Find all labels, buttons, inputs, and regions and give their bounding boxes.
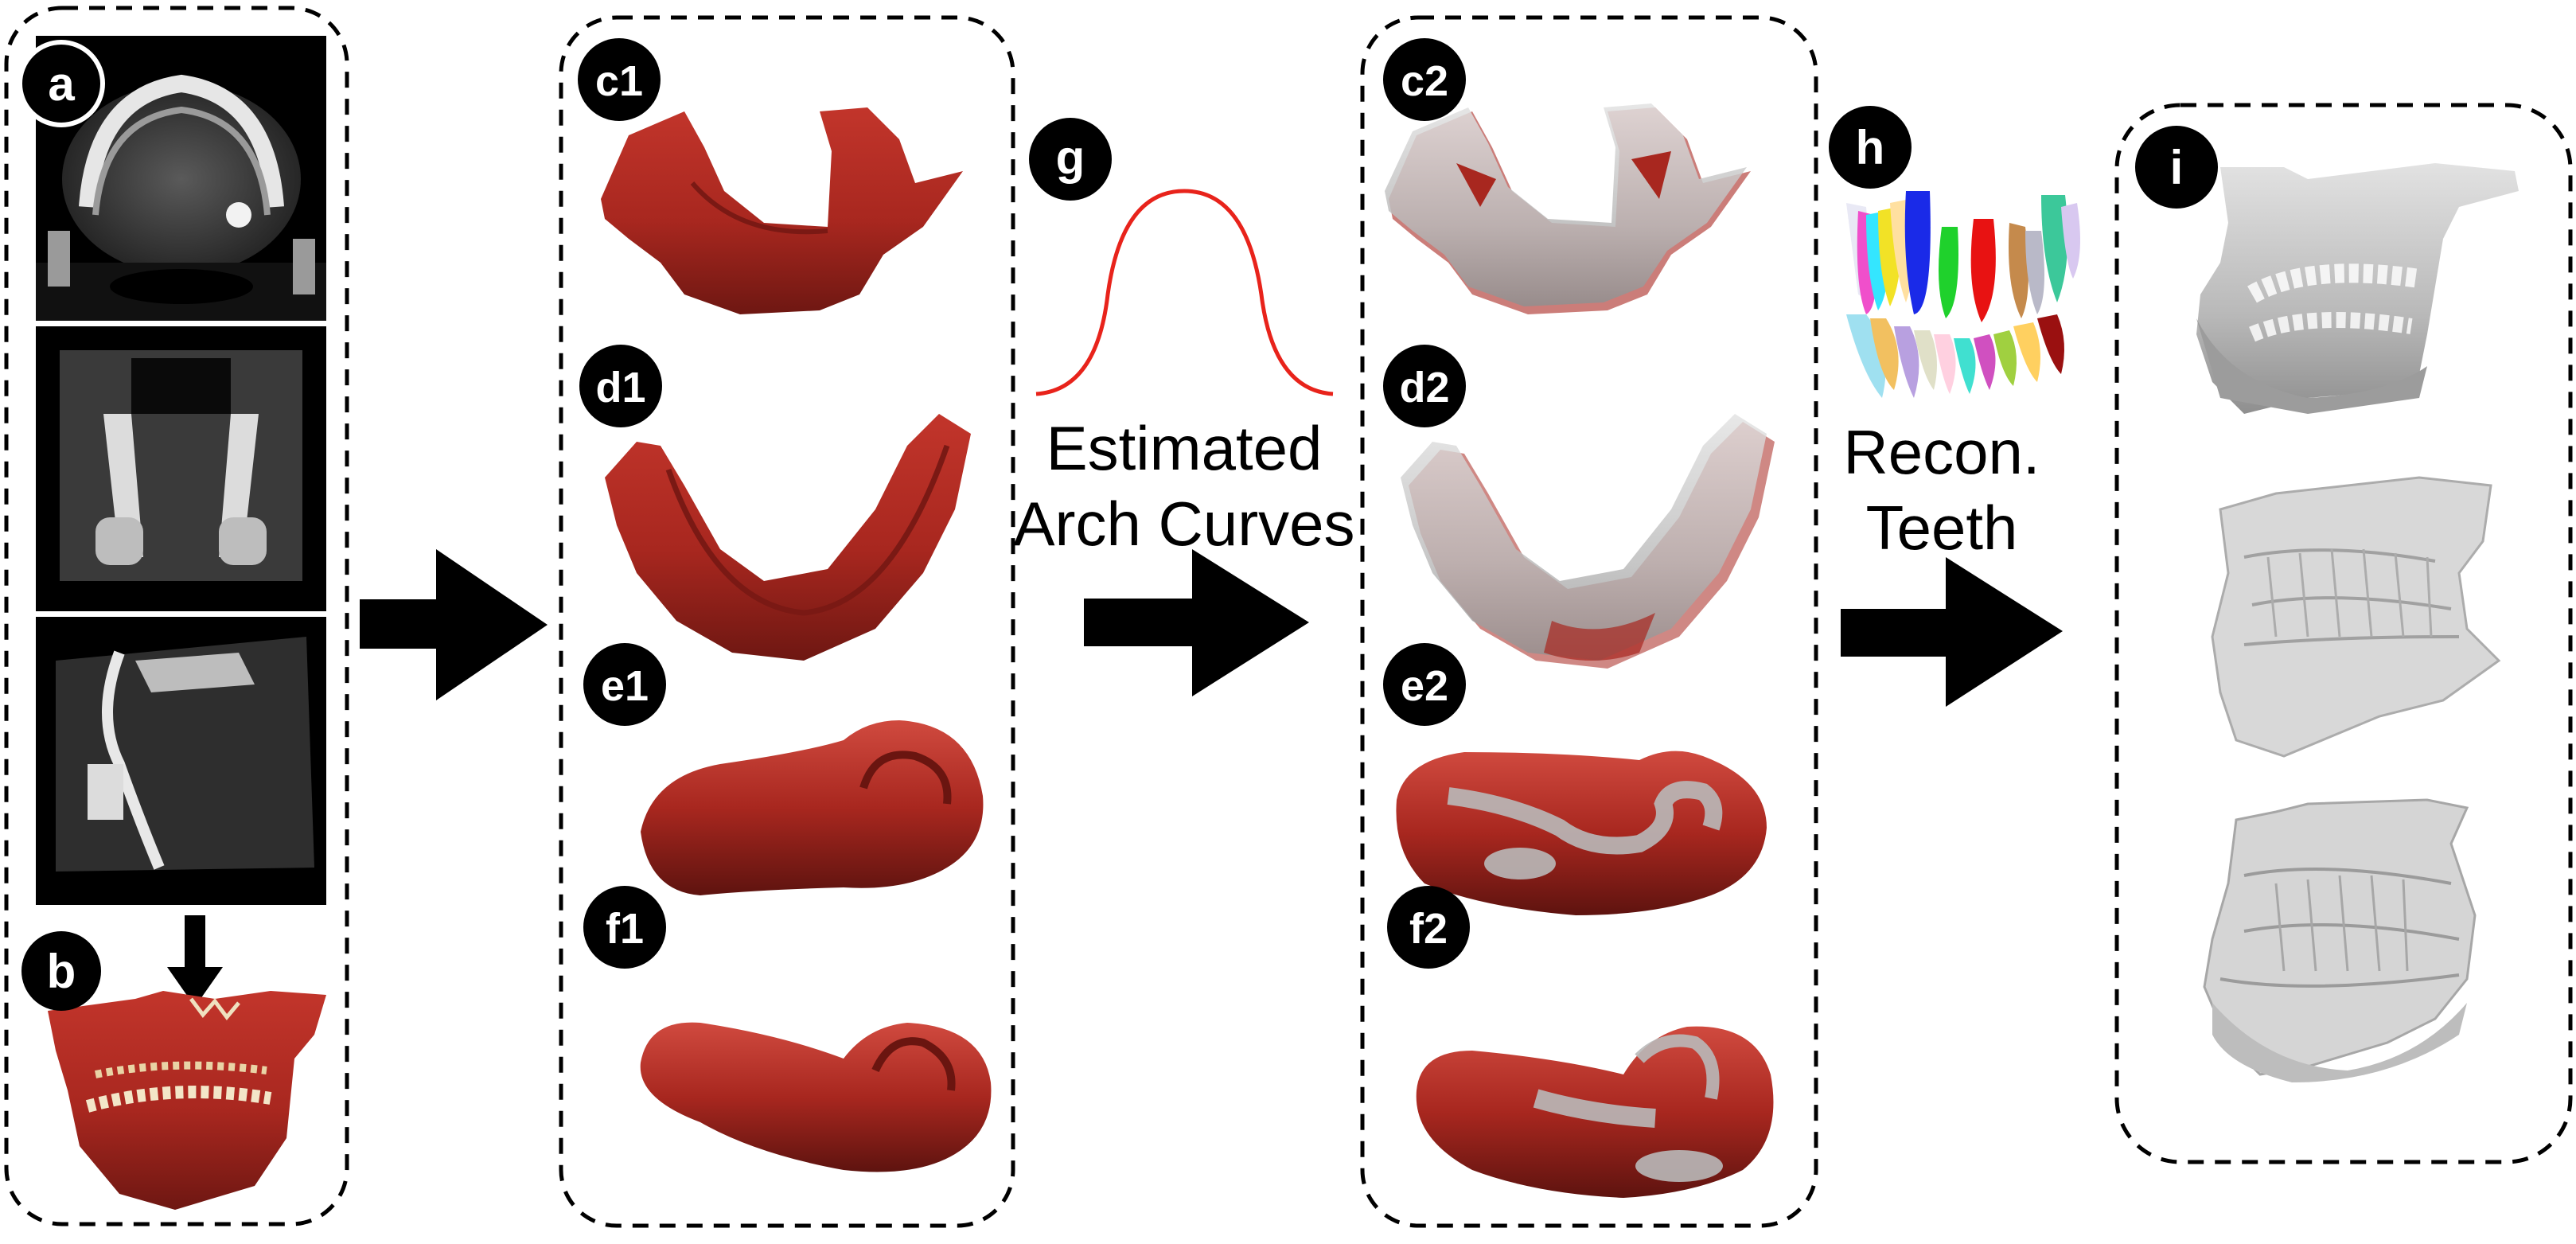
group-box-input [4,6,349,1226]
badge-d2: d2 [1383,345,1466,427]
teeth-label-line1: Recon. [1843,417,2040,487]
skull-3d-model [48,991,326,1210]
mandible-overlay-model [1401,414,1775,669]
right-arrow-icon-1 [360,549,548,700]
badge-c2: c2 [1383,38,1466,121]
badge-h: h [1829,106,1912,189]
translucent-jaw-model-2 [2203,798,2477,1082]
badge-e1: e1 [583,643,666,726]
badge-i: i [2135,126,2218,209]
badge-f1: f1 [583,886,666,969]
badge-e2: e2 [1383,643,1466,726]
translucent-jaw-model-1 [2211,476,2501,758]
group-box-segmentation [559,15,1015,1228]
svg-text:e1: e1 [601,662,649,710]
arch-label-line1: Estimated [1046,413,1323,483]
mandible-arch-tube [640,1022,992,1172]
svg-text:c1: c1 [595,57,643,105]
svg-text:f1: f1 [606,905,644,953]
arch-curve-plot [1035,189,1334,396]
group-box-fitting [1360,15,1818,1228]
mandible-tube-overlay [1416,1026,1774,1198]
badge-d1: d1 [579,345,662,427]
maxilla-red-model [601,107,963,314]
svg-text:a: a [48,57,75,111]
group-box-output [2114,103,2573,1164]
mandible-red-model [605,414,971,661]
svg-text:d2: d2 [1399,364,1449,411]
down-arrow-icon [167,915,223,1007]
svg-text:e2: e2 [1401,662,1448,710]
badge-a: a [18,40,105,127]
svg-text:i: i [2170,141,2184,194]
ct-axial-slice [36,36,326,321]
svg-text:g: g [1056,131,1085,184]
badge-g: g [1029,118,1112,201]
ct-sagittal-slice [36,617,326,905]
right-arrow-icon-3 [1841,557,2063,707]
badge-b: b [21,931,101,1011]
svg-text:f2: f2 [1409,905,1448,953]
full-jaw-model [2196,163,2519,414]
segmented-teeth-model [1846,191,2080,398]
svg-text:b: b [47,945,76,998]
svg-text:h: h [1856,121,1885,174]
maxilla-arch-tube [641,720,984,895]
ct-coronal-slice [36,326,326,611]
right-arrow-icon-2 [1084,549,1309,696]
badge-f2: f2 [1387,886,1470,969]
svg-text:c2: c2 [1401,57,1448,105]
svg-text:d1: d1 [595,364,645,411]
arch-label-line2: Arch Curves [1013,489,1354,559]
maxilla-overlay-model [1385,103,1751,314]
badge-c1: c1 [578,38,661,121]
teeth-label-line2: Teeth [1866,493,2018,563]
maxilla-tube-overlay [1396,751,1767,915]
